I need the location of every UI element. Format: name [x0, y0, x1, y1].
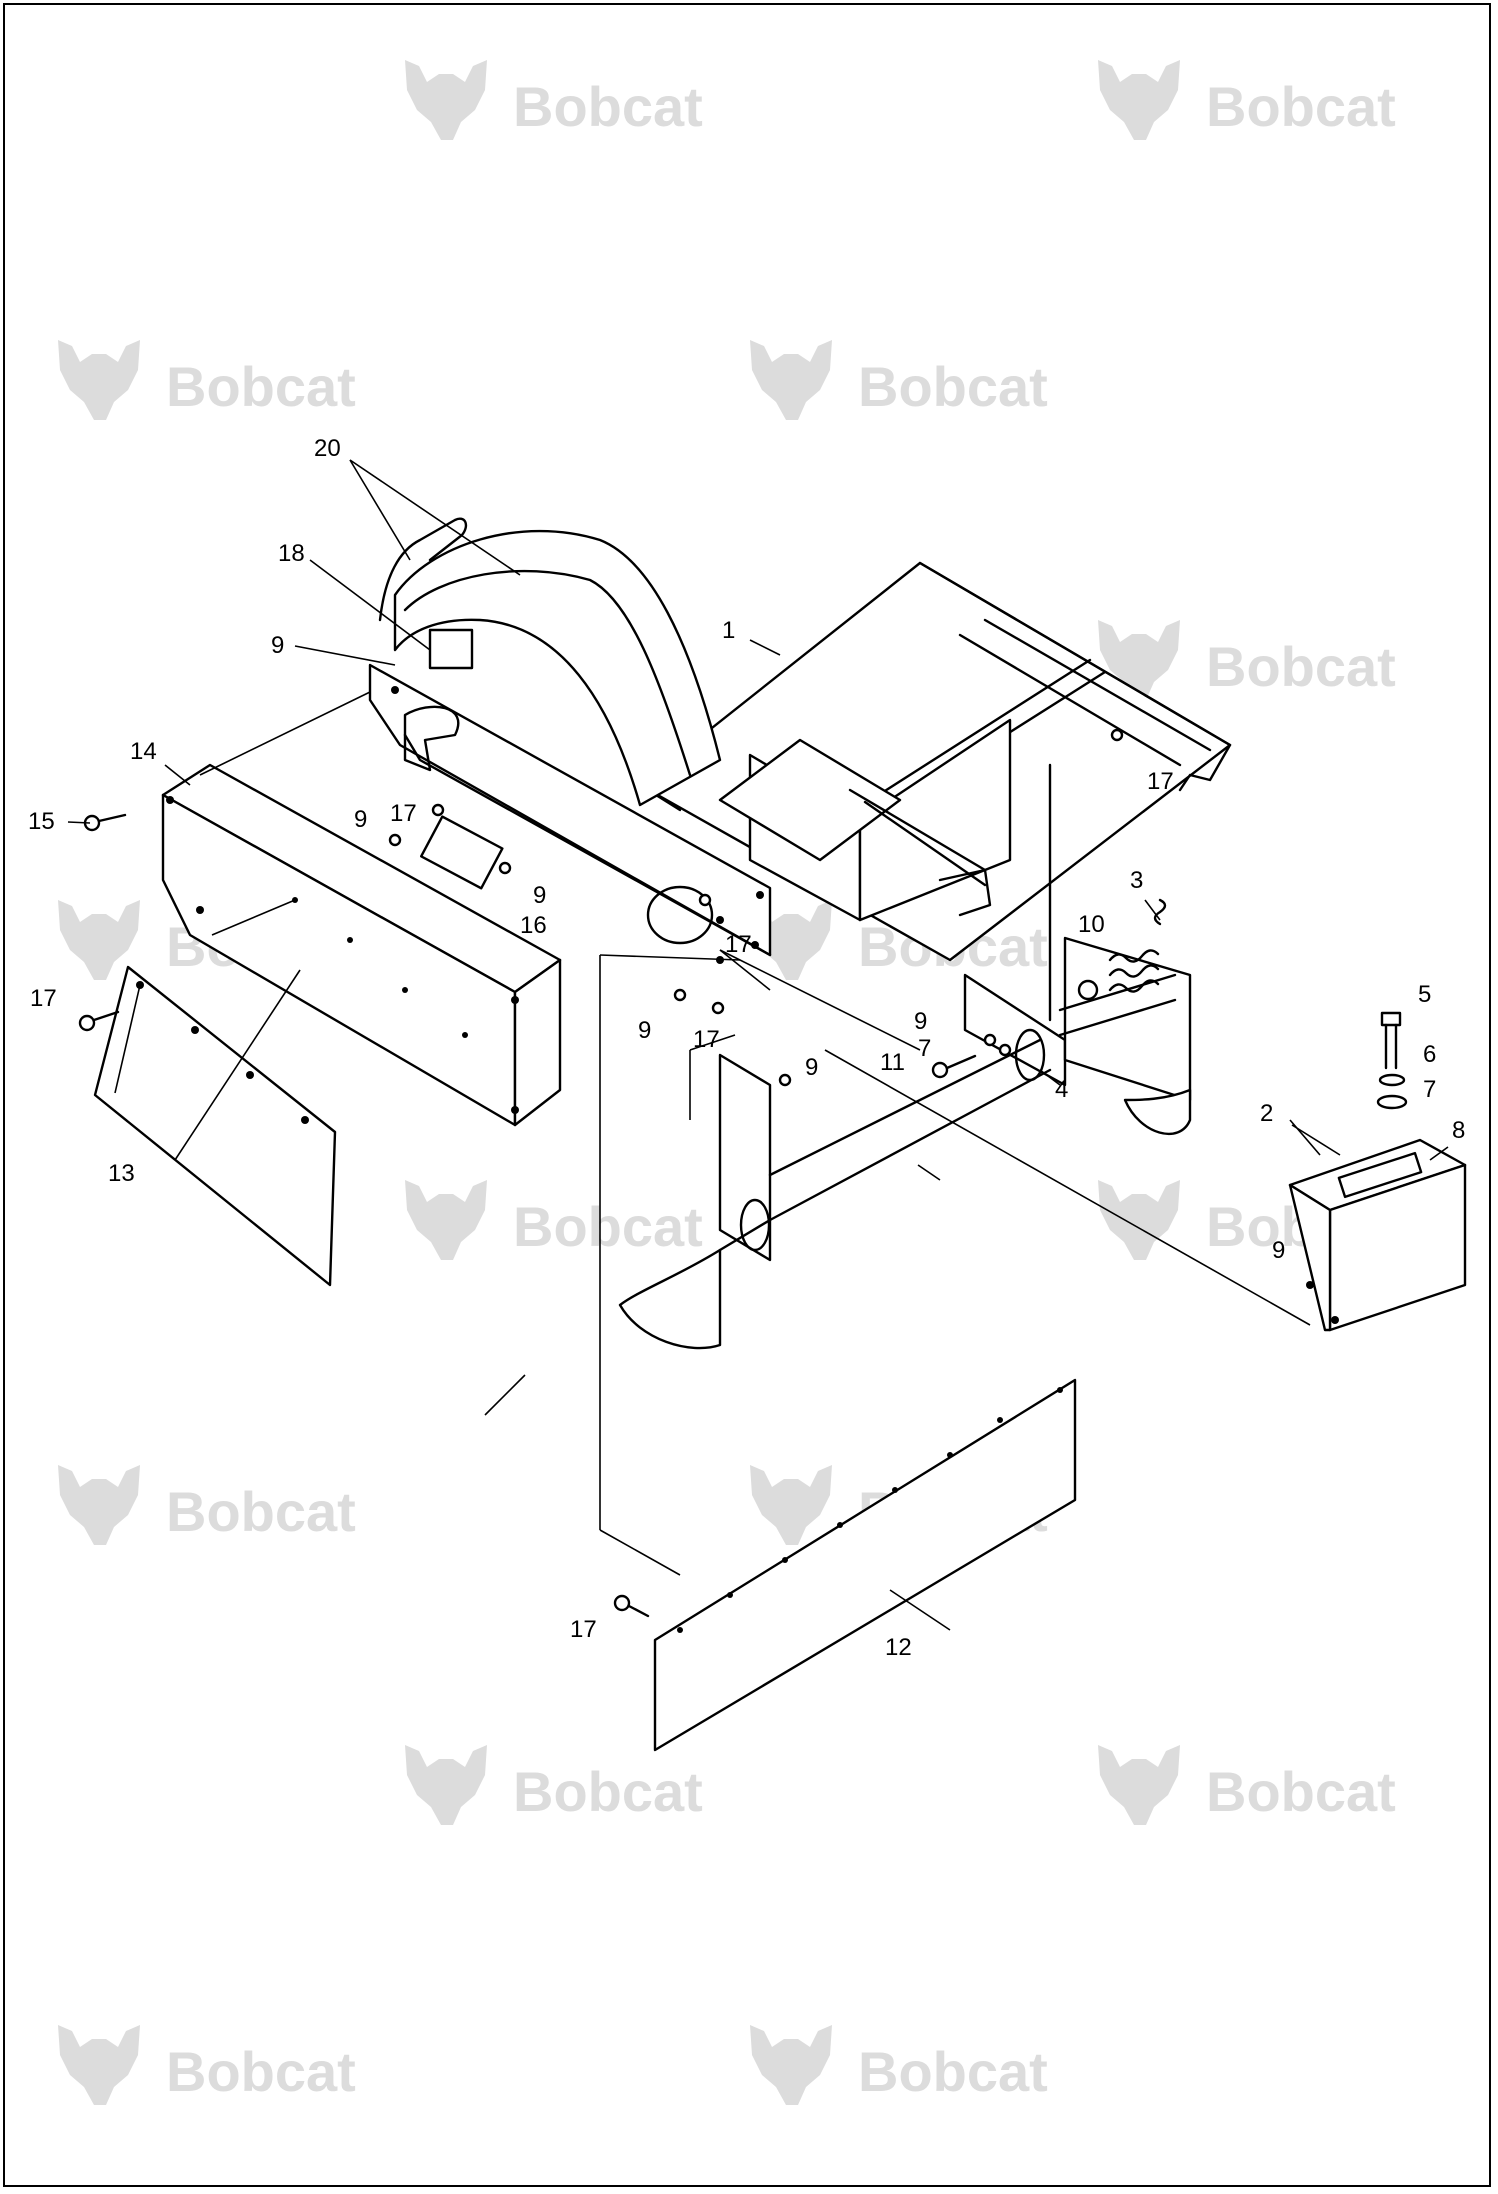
callout-4: 4 [1055, 1076, 1068, 1103]
part-cover-plate [93, 965, 337, 1287]
bolt-17-bottom [613, 1594, 650, 1618]
part-control-box [1288, 1138, 1467, 1332]
callout-6: 6 [1423, 1041, 1436, 1068]
callout-9: 9 [533, 882, 546, 909]
callout-14: 14 [130, 738, 157, 765]
bolt-11 [931, 1054, 977, 1079]
part-main-frame [638, 561, 1232, 1022]
callout-17: 17 [1147, 768, 1174, 795]
callout-labels: 20 18 9 1 14 15 9 17 9 16 17 17 3 10 17 … [28, 435, 1465, 1661]
callout-9: 9 [354, 806, 367, 833]
bobcat-logo-icon [1098, 1745, 1180, 1825]
watermark-tile: Bobcat [1098, 620, 1396, 700]
part-hardware-stack [1376, 1011, 1408, 1110]
watermark-brand-text: Bobcat [1206, 1760, 1396, 1823]
watermark-brand-text: Bobcat [858, 2040, 1048, 2103]
watermark-brand-text: Bobcat [166, 355, 356, 418]
part-blade-guard [378, 517, 722, 807]
bobcat-logo-icon [750, 340, 832, 420]
watermark-brand-text: Bobcat [513, 1760, 703, 1823]
callout-9: 9 [1272, 1237, 1285, 1264]
watermark-tile: Bobcat [405, 1745, 703, 1825]
part-spring [1077, 898, 1167, 1001]
bolt-17-left [78, 1010, 120, 1032]
callout-12: 12 [885, 1634, 912, 1661]
callout-18: 18 [278, 540, 305, 567]
callout-16: 16 [520, 912, 547, 939]
watermark-brand-text: Bobcat [166, 1480, 356, 1543]
callout-17: 17 [390, 800, 417, 827]
watermark-tile: Bobcat [58, 2025, 356, 2105]
callout-13: 13 [108, 1160, 135, 1187]
callout-7: 7 [1423, 1076, 1436, 1103]
callout-17: 17 [570, 1616, 597, 1643]
callout-5: 5 [1418, 981, 1431, 1008]
part-front-hanger [618, 1028, 1052, 1350]
watermark-tile: Bobcat [750, 340, 1048, 420]
bobcat-logo-icon [405, 60, 487, 140]
bobcat-logo-icon [58, 2025, 140, 2105]
bobcat-logo-icon [405, 1745, 487, 1825]
watermark-tile: Bobcat [1098, 1745, 1396, 1825]
small-hardware [388, 728, 1124, 1087]
bobcat-logo-icon [750, 2025, 832, 2105]
bobcat-logo-icon [750, 1465, 832, 1545]
watermark-tile: Bobcat [405, 1180, 703, 1260]
watermark-tile: Bobcat [1098, 60, 1396, 140]
callout-3: 3 [1130, 867, 1143, 894]
bobcat-logo-icon [1098, 60, 1180, 140]
callout-9: 9 [805, 1054, 818, 1081]
leader-lines [67, 459, 1449, 1631]
watermark-brand-text: Bobcat [858, 355, 1048, 418]
watermark-tile: Bobcat [58, 340, 356, 420]
callout-2: 2 [1260, 1100, 1273, 1127]
watermark-tile: Bobcat [405, 60, 703, 140]
bobcat-logo-icon [405, 1180, 487, 1260]
callout-7: 7 [918, 1035, 931, 1062]
callout-11: 11 [880, 1049, 905, 1076]
callout-17: 17 [725, 931, 752, 958]
part-side-box [161, 763, 562, 1127]
callout-10: 10 [1078, 911, 1105, 938]
callout-17: 17 [30, 985, 57, 1012]
watermark-tile: Bobcat [750, 2025, 1048, 2105]
watermark-brand-text: Bobcat [166, 2040, 356, 2103]
watermark-tile: Bobcat [58, 1465, 356, 1545]
part-skirt-plate [653, 1378, 1077, 1752]
callout-15: 15 [28, 808, 55, 835]
bobcat-logo-icon [1098, 1180, 1180, 1260]
callout-9: 9 [638, 1017, 651, 1044]
watermark-brand-text: Bobcat [513, 1195, 703, 1258]
bobcat-logo-icon [58, 1465, 140, 1545]
part-rear-hanger [963, 936, 1192, 1136]
callout-9: 9 [914, 1008, 927, 1035]
watermark-brand-text: Bobcat [1206, 635, 1396, 698]
callout-1: 1 [722, 617, 735, 644]
bolt-15 [83, 813, 127, 832]
watermark-brand-text: Bobcat [1206, 75, 1396, 138]
callout-20: 20 [314, 435, 341, 462]
callout-9: 9 [271, 632, 284, 659]
part-side-plate [368, 663, 772, 964]
callout-17: 17 [693, 1026, 720, 1053]
watermark-brand-text: Bobcat [513, 75, 703, 138]
callout-8: 8 [1452, 1117, 1465, 1144]
bobcat-logo-icon [58, 340, 140, 420]
